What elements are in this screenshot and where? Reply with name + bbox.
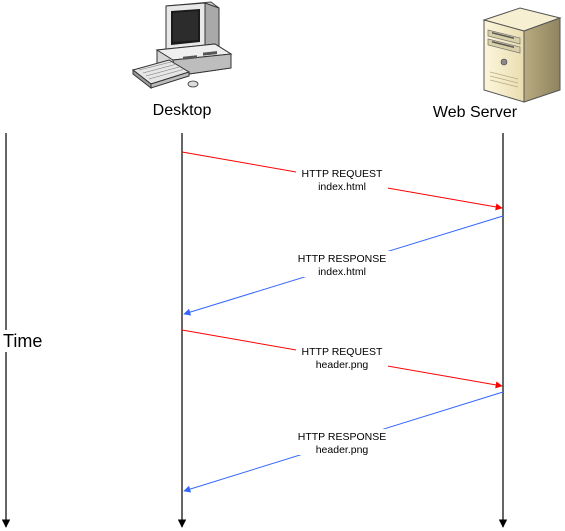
message-line2: header.png — [316, 359, 369, 371]
message-line2: index.html — [318, 266, 366, 278]
message-response-header: HTTP RESPONSE header.png — [183, 391, 504, 493]
message-line2: index.html — [318, 181, 366, 193]
message-line1: HTTP REQUEST — [302, 346, 383, 358]
server-label: Web Server — [433, 104, 518, 121]
message-request-header: HTTP REQUEST header.png — [181, 329, 503, 389]
message-line1: HTTP REQUEST — [302, 168, 383, 180]
message-request-index: HTTP REQUEST index.html — [181, 151, 503, 211]
message-line1: HTTP RESPONSE — [298, 253, 387, 265]
message-line1: HTTP RESPONSE — [298, 431, 387, 443]
message-response-index: HTTP RESPONSE index.html — [183, 215, 504, 316]
message-line2: header.png — [316, 444, 369, 456]
server-tower-icon — [482, 7, 562, 103]
desktop-label: Desktop — [153, 102, 212, 119]
time-label: Time — [3, 331, 42, 351]
desktop-computer-icon — [131, 1, 233, 90]
